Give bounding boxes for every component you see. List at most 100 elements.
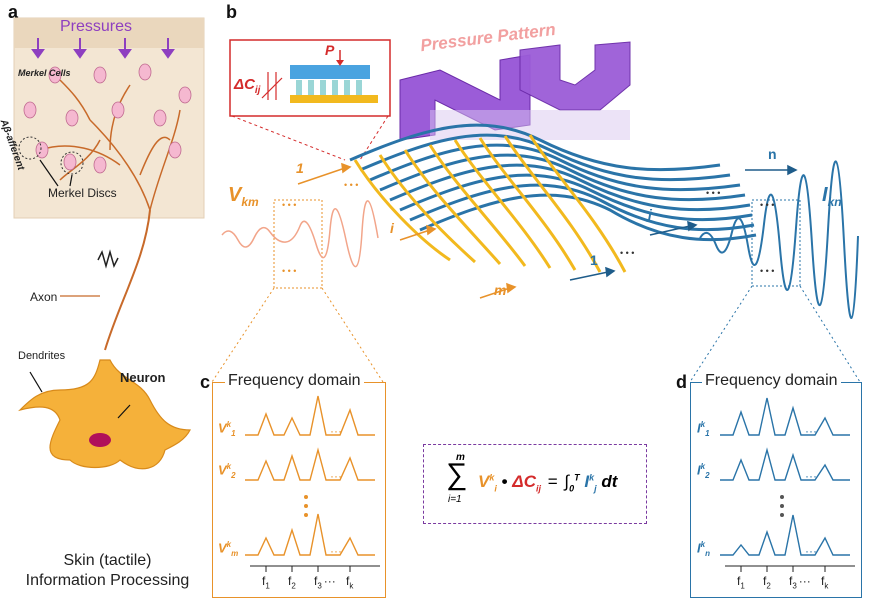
row-i-label: i	[390, 220, 394, 236]
c-row-1-sup: k	[227, 420, 231, 429]
d-ellipsis-1: ···	[805, 424, 817, 438]
panel-a-caption-line2: Information Processing	[0, 572, 215, 590]
dendrites-label: Dendrites	[18, 350, 65, 362]
equation-dc-sub: ij	[536, 483, 541, 493]
c-row-2-sup: k	[227, 462, 231, 471]
row-m-label: m	[494, 282, 506, 298]
i-kn-sub: kn	[828, 195, 842, 209]
equation-dt: dt	[601, 472, 617, 491]
c-row-m-sub: m	[231, 549, 238, 558]
axon	[105, 210, 150, 350]
equation-i-sup: k	[589, 472, 594, 482]
v-km-sub: km	[241, 195, 258, 209]
v-box-dots-top: • • •	[282, 200, 296, 210]
c-ellipsis-2: ···	[330, 469, 342, 483]
delta-c-sub: ij	[255, 85, 261, 96]
v-km-label: Vkm	[228, 184, 259, 209]
d-row-1-sup: k	[701, 420, 705, 429]
neuron-nucleus	[89, 433, 111, 447]
axon-label: Axon	[30, 290, 57, 304]
v-box-dots-bottom: • • •	[282, 266, 296, 276]
row-1-label: 1	[296, 160, 304, 176]
equation-int-top: T	[574, 472, 580, 482]
d-row-2-sup: k	[701, 462, 705, 471]
c-row-2-label: Vk2	[218, 462, 236, 480]
c-row-1-sub: 1	[231, 429, 235, 438]
c-axis-fk-sub: k	[349, 581, 353, 590]
equation-v-sub: i	[494, 483, 497, 493]
d-row-n-sub: n	[705, 549, 710, 558]
c-axis-ellipsis: ···	[324, 574, 336, 588]
i-box-dots-bottom: • • •	[760, 266, 774, 276]
capacitor-top-plate	[290, 65, 370, 79]
i-kn-label: Ikn	[822, 184, 842, 209]
d-axis-f1-sub: 1	[740, 581, 744, 590]
equation-v: V	[478, 472, 489, 491]
col-1-label: 1	[590, 252, 598, 268]
panel-c-letter: c	[200, 372, 210, 393]
panel-c-title: Frequency domain	[225, 372, 364, 390]
c-row-1-label: Vk1	[218, 420, 236, 438]
pressures-label: Pressures	[60, 18, 132, 36]
d-axis-ellipsis: ···	[799, 574, 811, 588]
col-j-label: j	[648, 206, 652, 222]
grid-dots-bottom: • • •	[620, 248, 634, 258]
neuron-label: Neuron	[120, 370, 166, 385]
c-axis-f3-sub: 3	[317, 581, 321, 590]
d-axis-f1: f1	[737, 574, 745, 590]
grid-dots-top: • • •	[344, 180, 358, 190]
equation-sum-bottom: i=1	[448, 494, 462, 505]
axon-spike	[98, 252, 118, 266]
equation-sum-symbol: ∑	[446, 460, 467, 490]
d-row-2-label: Ik2	[697, 462, 710, 480]
c-row-2-base: V	[218, 462, 227, 477]
panel-b-letter: b	[226, 2, 237, 23]
d-axis-f2-sub: 2	[766, 581, 770, 590]
panel-d-letter: d	[676, 372, 687, 393]
c-row-m-sup: k	[227, 540, 231, 549]
d-axis-f2: f2	[763, 574, 771, 590]
grid-dots-right: • • •	[706, 188, 720, 198]
d-row-2-sub: 2	[705, 471, 709, 480]
p-label: P	[325, 42, 334, 58]
v-km-text: V	[228, 184, 241, 206]
c-ellipsis-3: ···	[330, 544, 342, 558]
equation-dc: ΔC	[512, 472, 536, 491]
d-axis-f3-sub: 3	[792, 581, 796, 590]
panel-a-caption-line1: Skin (tactile)	[0, 552, 215, 570]
panel-c-box	[212, 382, 386, 598]
panel-d-title: Frequency domain	[702, 372, 841, 390]
equation-dot: •	[502, 472, 508, 491]
col-n-label: n	[768, 146, 777, 162]
c-row-1-base: V	[218, 420, 227, 435]
c-axis-fk: fk	[346, 574, 353, 590]
v-waveform	[222, 201, 378, 267]
d-ellipsis-2: ···	[805, 469, 817, 483]
c-axis-f2-sub: 2	[291, 581, 295, 590]
c-row-m-label: Vkm	[218, 540, 238, 558]
merkel-cells-label: Merkel Cells	[18, 68, 71, 78]
c-row-2-sub: 2	[231, 471, 235, 480]
equation-int-bottom: 0	[569, 483, 574, 493]
c-axis-f1-sub: 1	[265, 581, 269, 590]
d-row-n-label: Ikn	[697, 540, 710, 558]
d-axis-fk: fk	[821, 574, 828, 590]
c-axis-f2: f2	[288, 574, 296, 590]
delta-c-label: ΔCij	[234, 76, 260, 96]
i-box-dots-top: • • •	[760, 200, 774, 210]
panel-d-box	[690, 382, 862, 598]
capacitor-bottom-plate	[290, 95, 378, 103]
c-axis-f3: f3···	[314, 574, 336, 590]
equation-equals: =	[548, 472, 558, 491]
equation-v-sup: k	[489, 472, 494, 482]
d-ellipsis-3: ···	[805, 544, 817, 558]
merkel-discs-label: Merkel Discs	[48, 186, 117, 200]
d-axis-f3: f3···	[789, 574, 811, 590]
delta-c-text: ΔC	[234, 76, 255, 93]
d-row-1-sub: 1	[705, 429, 709, 438]
d-row-1-label: Ik1	[697, 420, 710, 438]
d-axis-fk-sub: k	[824, 581, 828, 590]
equation-body: Vki • ΔCij = ∫0T Ikj dt	[478, 472, 617, 493]
equation-i-sub: j	[594, 483, 597, 493]
c-ellipsis-1: ···	[330, 424, 342, 438]
